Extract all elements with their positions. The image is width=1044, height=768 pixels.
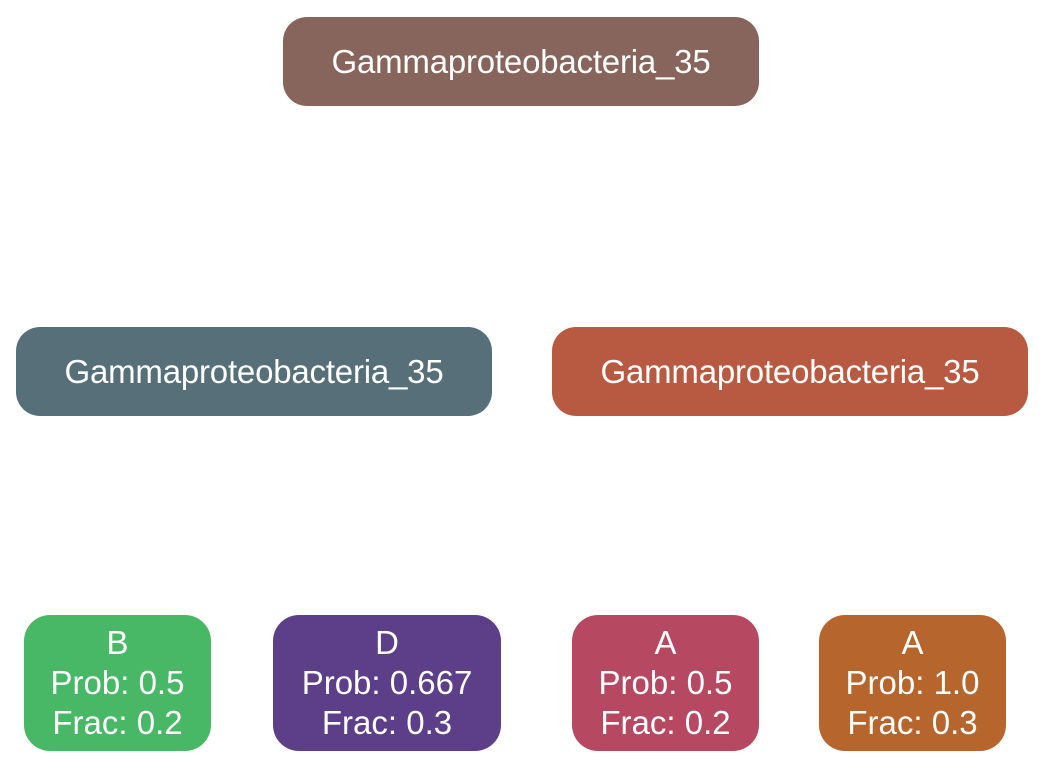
leaf-name: D <box>375 624 399 661</box>
root-node-label: Gammaproteobacteria_35 <box>331 42 711 80</box>
leaf-prob: Prob: 0.5 <box>598 664 733 701</box>
leaf-name: A <box>901 624 924 661</box>
leaf-node-2: D Prob: 0.667 Frac: 0.3 <box>273 615 501 751</box>
child-node-right-label: Gammaproteobacteria_35 <box>600 352 980 390</box>
leaf-frac: Frac: 0.2 <box>52 704 183 741</box>
child-node-left-label: Gammaproteobacteria_35 <box>64 352 444 390</box>
child-node-right: Gammaproteobacteria_35 <box>552 327 1028 416</box>
leaf-prob: Prob: 1.0 <box>845 664 980 701</box>
leaf-node-3: A Prob: 0.5 Frac: 0.2 <box>572 615 759 751</box>
leaf-node-1: B Prob: 0.5 Frac: 0.2 <box>24 615 211 751</box>
leaf-frac: Frac: 0.2 <box>600 704 731 741</box>
child-node-left: Gammaproteobacteria_35 <box>16 327 492 416</box>
leaf-node-4: A Prob: 1.0 Frac: 0.3 <box>819 615 1006 751</box>
leaf-prob: Prob: 0.667 <box>301 664 473 701</box>
leaf-frac: Frac: 0.3 <box>321 704 453 741</box>
leaf-name: A <box>654 624 677 661</box>
leaf-frac: Frac: 0.3 <box>847 704 978 741</box>
root-node: Gammaproteobacteria_35 <box>283 17 759 106</box>
leaf-name: B <box>106 624 129 661</box>
leaf-prob: Prob: 0.5 <box>50 664 185 701</box>
